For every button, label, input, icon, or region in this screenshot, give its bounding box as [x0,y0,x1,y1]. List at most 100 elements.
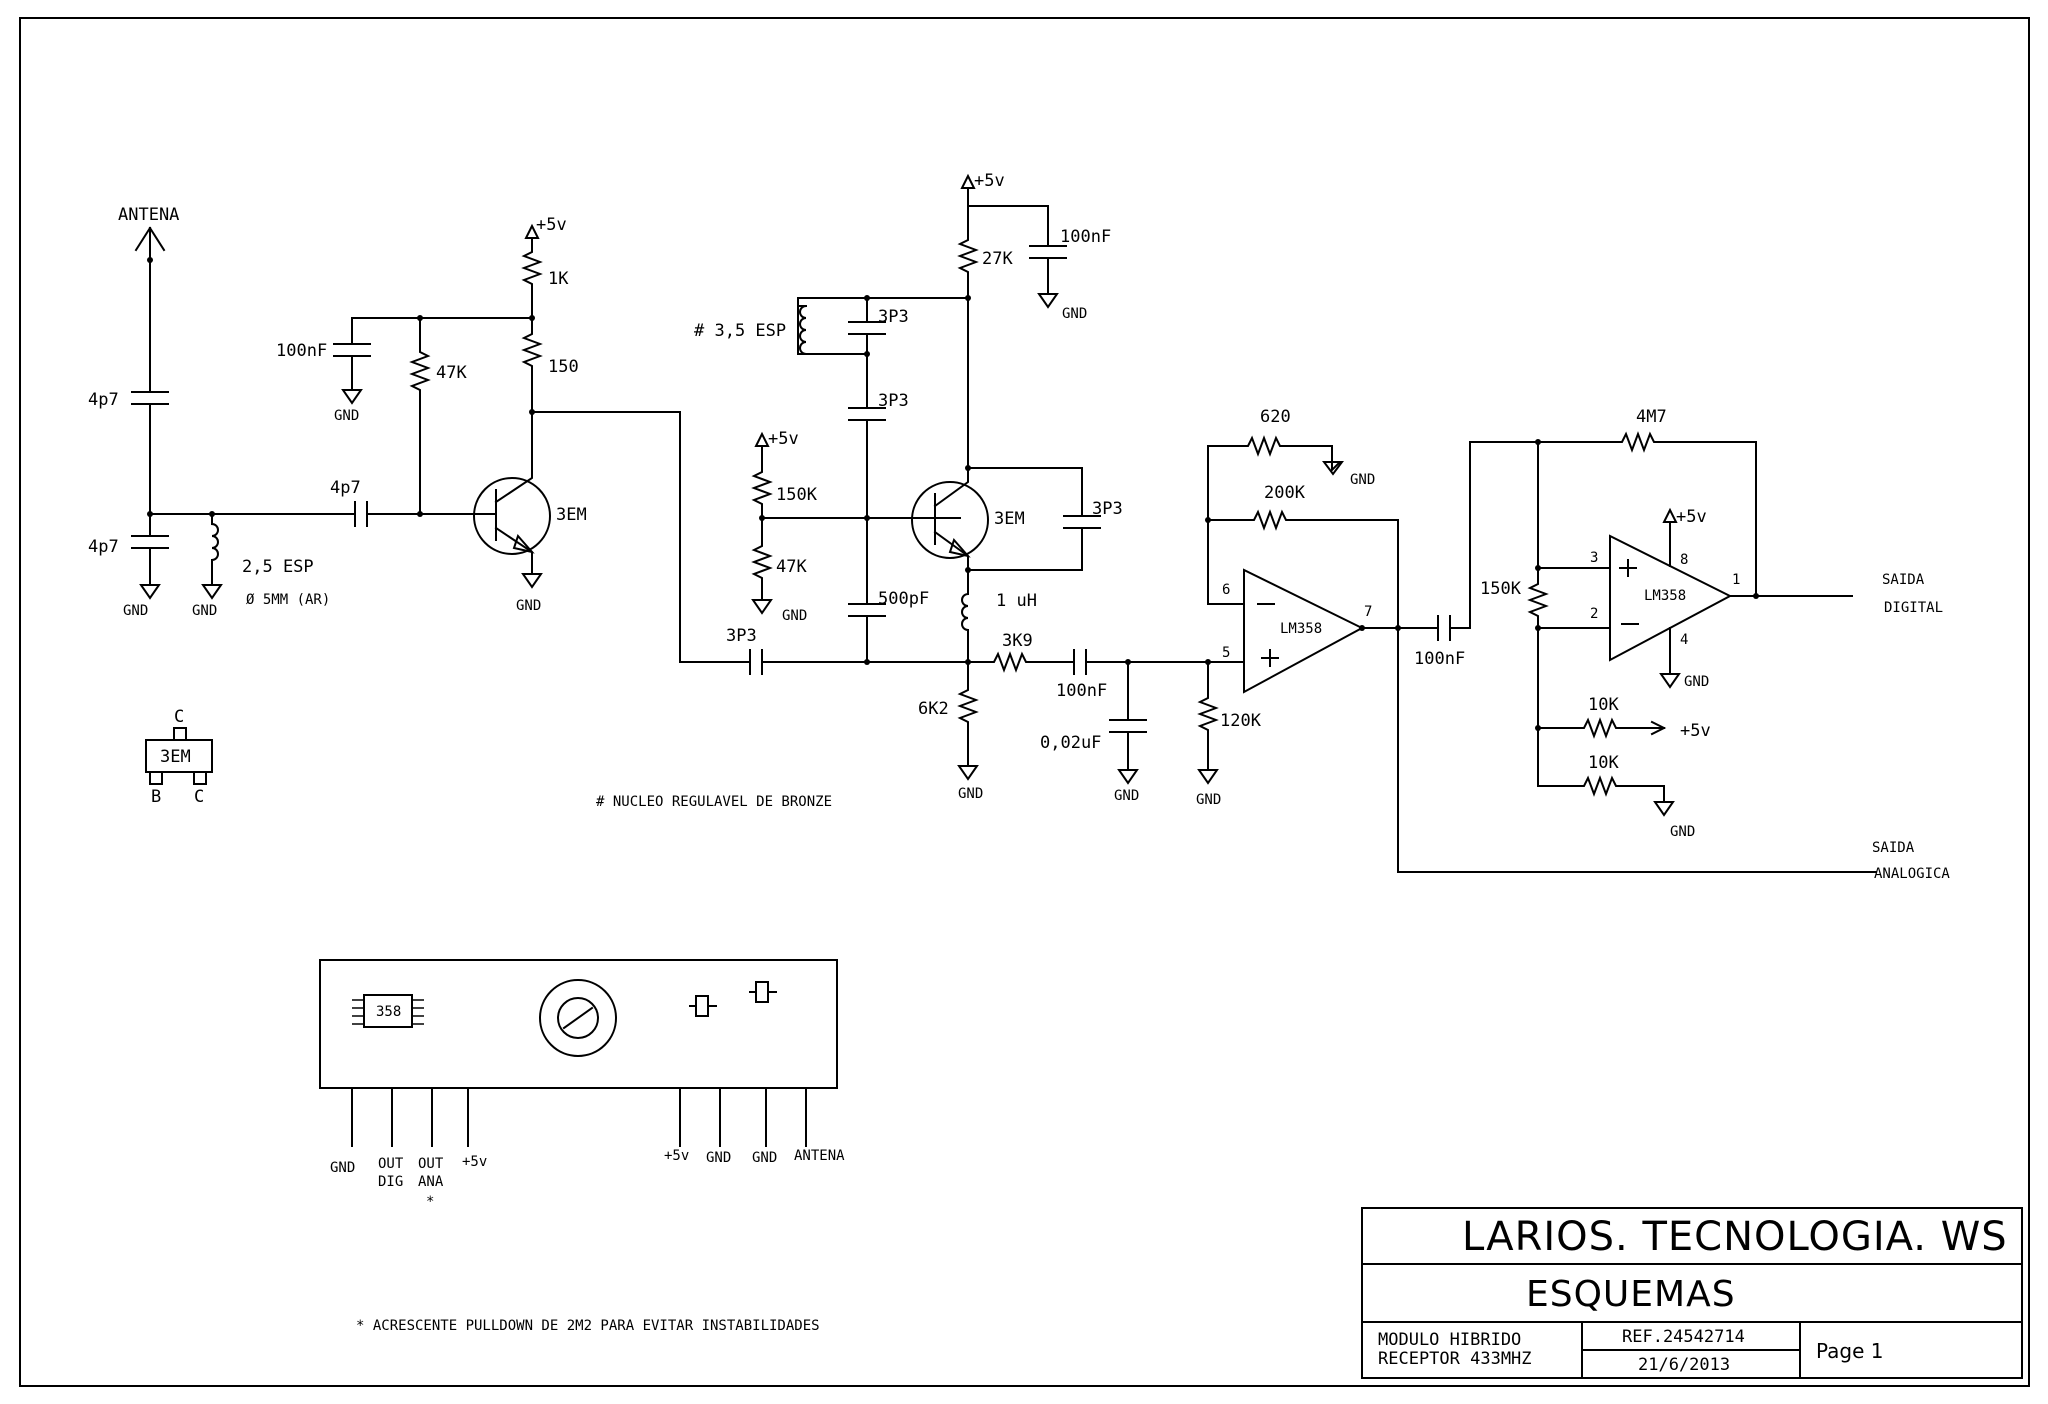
coil2-label: # 3,5 ESP [694,321,786,341]
date: 21/6/2013 [1638,1355,1730,1375]
c-3p3-c-label: 3P3 [878,391,909,411]
pin-right-3: GND [752,1150,777,1166]
pin-right-1: +5v [664,1148,689,1164]
gnd-label: GND [516,598,541,614]
pkg-body [145,739,213,773]
gnd-symbol [201,584,223,600]
bronze-note: # NUCLEO REGULAVEL DE BRONZE [596,794,832,810]
pkg-name: 3EM [160,747,191,767]
gnd-symbol [957,765,979,781]
gnd-label: GND [1062,306,1087,322]
c-100nf-d-label: 100nF [1414,649,1465,669]
c-002uf-label: 0,02uF [1040,733,1101,753]
c-3p3-b-label: 3P3 [878,307,909,327]
pin-left-1: GND [330,1160,355,1176]
gnd-label: GND [334,408,359,424]
gnd-label: GND [958,786,983,802]
r-6k2-label: 6K2 [918,699,949,719]
gnd-symbol [1653,801,1675,817]
gnd-label: GND [1196,792,1221,808]
c-100nf-c-label: 100nF [1056,681,1107,701]
out-analog-label-1: SAIDA [1872,840,1915,856]
pin-left-4: +5v [462,1154,487,1170]
q2-label: 3EM [994,509,1025,529]
r-150k-a-label: 150K [776,485,818,505]
gnd-symbol [1197,769,1219,785]
q1-transistor [473,477,551,555]
footnote: * ACRESCENTE PULLDOWN DE 2M2 PARA EVITAR… [356,1318,820,1334]
chip-label: 358 [376,1004,401,1020]
l-1uh-label: 1 uH [996,591,1037,611]
pin-left-2: OUT [378,1156,404,1172]
pin4-label: 4 [1680,632,1688,648]
pin5-label: 5 [1222,645,1230,661]
r-620-label: 620 [1260,407,1291,427]
gnd-symbol [1117,769,1139,785]
opamp2-stage: 4M7 LM358 3 2 150K +5v 8 4 GND 1 SAIDA D… [1480,407,1943,840]
pkg-c-bottom: C [194,787,204,807]
r-150k-b-label: 150K [1480,579,1522,599]
plus5-d-label: +5v [1676,507,1707,527]
module-footprint: 358 GND OUT DIG OUT ANA * +5v +5v GND GN… [319,959,845,1210]
gnd-label: GND [1684,674,1709,690]
q2-transistor [911,481,989,559]
desc-line2: RECEPTOR 433MHZ [1378,1349,1532,1369]
opamp1-triangle [1243,568,1365,694]
section-title: ESQUEMAS [1526,1274,1736,1315]
antenna-symbol [134,226,166,261]
r-47k-a-label: 47K [436,363,467,383]
gnd-symbol [751,599,773,615]
page-number: Page 1 [1816,1339,1884,1363]
c-3p3-a-label: 3P3 [726,626,757,646]
plus5-b-label: +5v [768,429,799,449]
pin3-label: 3 [1590,550,1598,566]
supply-arrow [521,223,543,319]
r-10k-b-label: 10K [1588,753,1619,773]
c-100nf-a-label: 100nF [276,341,327,361]
package-pinout: C 3EM B C [145,707,213,807]
plus5-e-label: +5v [1680,721,1711,741]
gnd-symbol [1037,293,1059,309]
r-10k-a-label: 10K [1588,695,1619,715]
gnd-symbol [341,389,363,405]
gnd-label: GND [1114,788,1139,804]
pin-right-2: GND [706,1150,731,1166]
gnd-label: GND [782,608,807,624]
supply-arrow [751,431,961,519]
trimmer-icon [539,979,617,1057]
gnd-symbol [139,584,161,600]
title-block: LARIOS. TECNOLOGIA. WS ESQUEMAS MODULO H… [1361,1207,2023,1379]
crystal-icon [695,995,709,1017]
pin8-label: 8 [1680,552,1688,568]
supply-arrow [1662,507,1678,567]
opamp2-label: LM358 [1644,588,1686,604]
pin7-label: 7 [1364,604,1372,620]
sheet-border [19,17,2030,1387]
pin-right-4: ANTENA [794,1148,845,1164]
r-120k-label: 120K [1220,711,1262,731]
r-200k-label: 200K [1264,483,1306,503]
gnd-label: GND [1350,472,1375,488]
gnd-label: GND [192,603,217,619]
r-1k-label: 1K [548,269,569,289]
pin-left-3b: ANA [418,1174,444,1190]
pin1-label: 1 [1732,572,1740,588]
coil1-label: 2,5 ESP [242,557,314,577]
oscillator-stage: 3P3 # 3,5 ESP 3P3 3P3 500pF +5v 150K 47K… [596,171,1262,810]
pin-left-2b: DIG [378,1174,403,1190]
r-47k-b-label: 47K [776,557,807,577]
out-digital-label-1: SAIDA [1882,572,1925,588]
module-board [319,959,838,1089]
ref-number: REF.24542714 [1622,1327,1745,1347]
pkg-c-top: C [174,707,184,727]
out-analog-label-2: ANALOGICA [1874,866,1950,882]
r-4m7-label: 4M7 [1636,407,1667,427]
company-name: LARIOS. TECNOLOGIA. WS [1462,1214,2008,1260]
c-500pf-label: 500pF [878,589,929,609]
r-27k-label: 27K [982,249,1013,269]
pkg-b: B [151,787,161,807]
pin-star: * [426,1194,434,1210]
c-4p7-bottom-label: 4p7 [88,537,119,557]
crystal-icon [755,981,769,1003]
